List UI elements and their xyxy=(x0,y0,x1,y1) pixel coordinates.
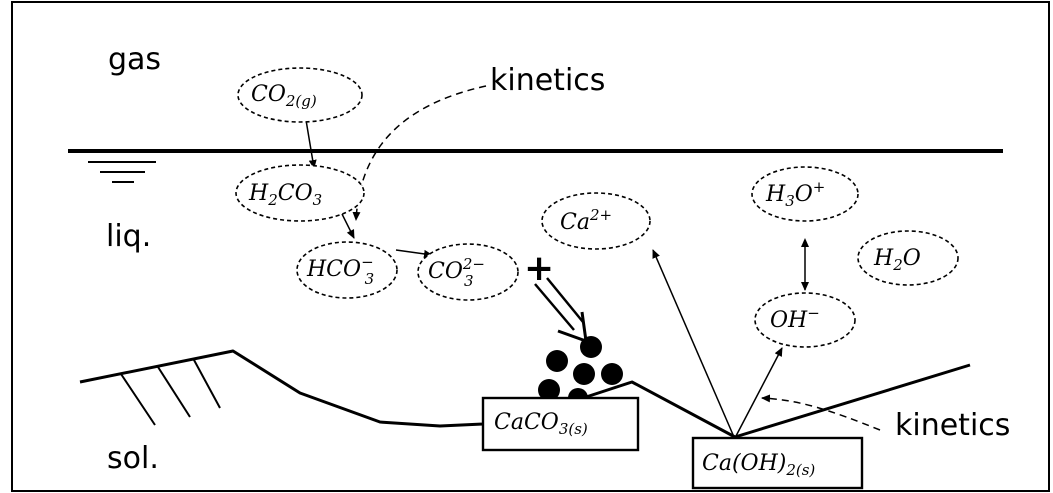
kinetics-arrow-top xyxy=(352,85,487,221)
svg-text:H2CO3: H2CO3 xyxy=(248,181,322,209)
ground-surface-line xyxy=(79,349,971,439)
water-level-icon xyxy=(88,161,156,183)
svg-text:CaCO3(s): CaCO3(s) xyxy=(494,410,588,438)
species-calcium-ion: Ca2+ xyxy=(541,192,651,250)
phase-label-gas: gas xyxy=(108,42,161,77)
phase-label-solid: sol. xyxy=(107,441,159,476)
kinetics-label-top: kinetics xyxy=(490,63,605,98)
species-co2-gas: CO2(g) xyxy=(237,67,363,123)
arrow-caoh2-to-ca xyxy=(652,249,735,438)
species-hydronium: H3O+ xyxy=(751,166,859,222)
solid-calcium-carbonate: CaCO3(s) xyxy=(481,396,640,452)
kinetics-arrow-bottom xyxy=(761,394,881,431)
svg-text:H2O: H2O xyxy=(873,246,921,274)
arrow-hco3-to-co3 xyxy=(395,249,433,258)
species-h2co3: H2CO3 xyxy=(235,164,365,222)
svg-text:HCO−3: HCO−3 xyxy=(306,253,374,288)
ground-hatching xyxy=(120,359,221,426)
diagram-frame xyxy=(11,1,1050,492)
svg-text:OH−: OH− xyxy=(770,304,820,333)
arrow-co2-to-h2co3 xyxy=(305,119,317,169)
kinetics-label-bottom: kinetics xyxy=(895,408,1010,443)
svg-text:Ca(OH)2(s): Ca(OH)2(s) xyxy=(702,451,815,479)
species-water: H2O xyxy=(857,230,959,286)
svg-text:H3O+: H3O+ xyxy=(765,178,825,210)
species-carbonate: CO2−3 xyxy=(417,243,519,301)
reaction-arrows xyxy=(305,85,881,438)
svg-text:Ca2+: Ca2+ xyxy=(560,206,612,235)
phase-label-liquid: liq. xyxy=(106,219,151,254)
svg-text:CO2(g): CO2(g) xyxy=(251,82,317,110)
svg-text:CO2−3: CO2−3 xyxy=(428,255,485,290)
species-hydroxide: OH− xyxy=(754,292,856,348)
arrow-h2co3-to-hco3 xyxy=(339,209,355,239)
arrow-caoh2-to-oh xyxy=(735,347,783,437)
species-bicarbonate: HCO−3 xyxy=(296,241,398,299)
solid-calcium-hydroxide: Ca(OH)2(s) xyxy=(691,436,864,490)
precipitate-particles xyxy=(538,336,623,408)
